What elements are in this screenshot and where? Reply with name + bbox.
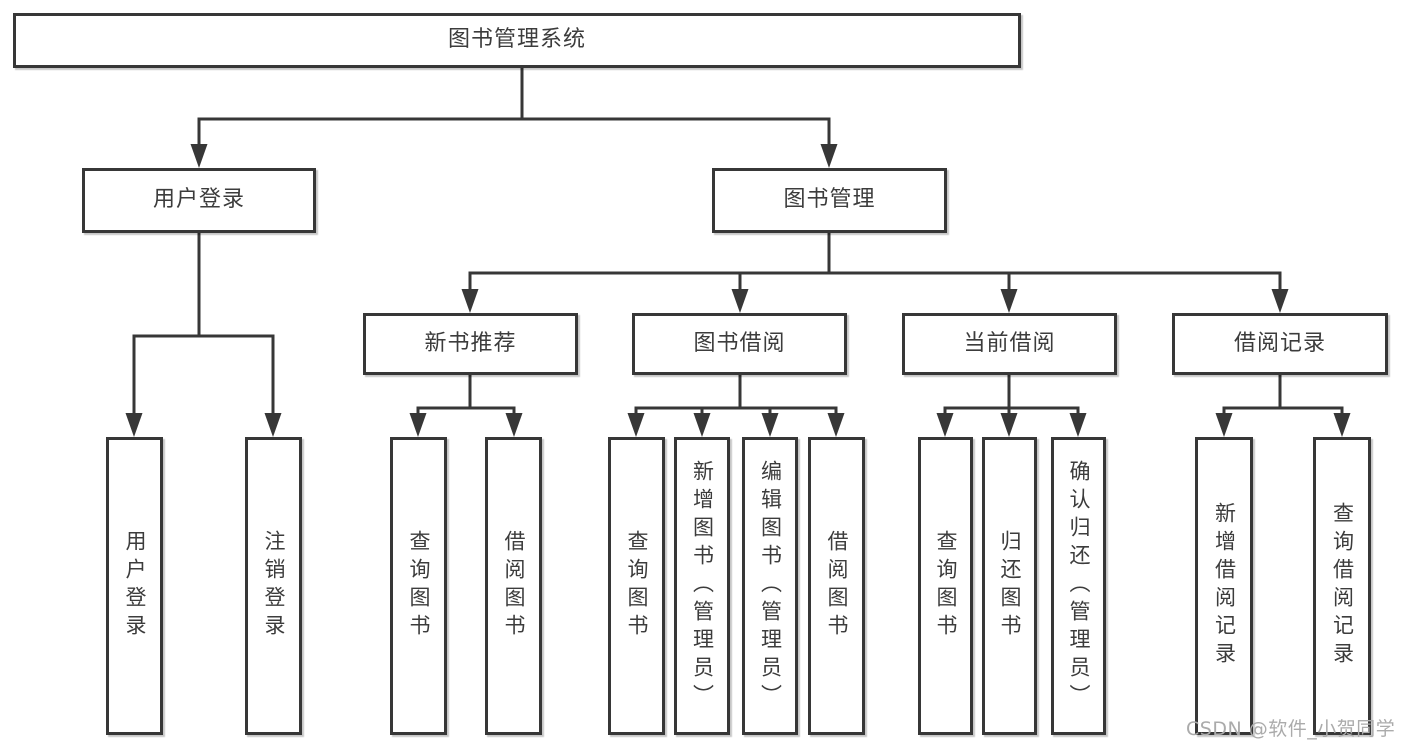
- node-label-borrowing-records: 借阅记录: [1233, 330, 1326, 356]
- node-label-bb-add-books: 新增图书（管理员）: [690, 460, 715, 712]
- arrowhead-icon: [1333, 413, 1351, 437]
- node-label-logout-action: 注销登录: [262, 530, 286, 642]
- node-logout-action: 注销登录: [245, 437, 302, 735]
- node-label-bb-edit-books: 编辑图书（管理员）: [758, 460, 783, 712]
- node-br-add-record: 新增借阅记录: [1195, 437, 1253, 735]
- node-label-bb-query-books: 查询图书: [625, 530, 649, 642]
- node-bb-add-books: 新增图书（管理员）: [674, 437, 730, 735]
- node-label-cb-query-books: 查询图书: [934, 530, 958, 642]
- arrowhead-icon: [761, 413, 779, 437]
- arrowhead-icon: [461, 289, 479, 313]
- watermark: CSDN @软件_小贺同学: [1186, 718, 1396, 740]
- node-bb-query-books: 查询图书: [608, 437, 665, 735]
- node-current-borrowing: 当前借阅: [902, 313, 1117, 375]
- node-cb-return-books: 归还图书: [982, 437, 1037, 735]
- arrowhead-icon: [409, 413, 427, 437]
- arrowhead-icon: [1271, 289, 1289, 313]
- arrowhead-icon: [693, 413, 711, 437]
- node-cb-confirm-return: 确认归还（管理员）: [1051, 437, 1106, 735]
- node-label-cb-confirm-return: 确认归还（管理员）: [1067, 460, 1091, 712]
- arrowhead-icon: [827, 413, 845, 437]
- arrowhead-icon: [936, 413, 954, 437]
- node-label-br-add-record: 新增借阅记录: [1212, 502, 1237, 670]
- node-label-user-login: 用户登录: [152, 187, 245, 213]
- arrowhead-icon: [1000, 289, 1018, 313]
- node-label-br-query-record: 查询借阅记录: [1330, 502, 1355, 670]
- node-label-book-management: 图书管理: [783, 187, 876, 213]
- arrowhead-icon: [190, 144, 208, 168]
- node-label-cb-return-books: 归还图书: [998, 530, 1022, 642]
- node-book-borrowing: 图书借阅: [632, 313, 847, 375]
- arrowhead-icon: [505, 413, 523, 437]
- arrowhead-icon: [820, 144, 838, 168]
- node-label-nbr-query-books: 查询图书: [407, 530, 431, 642]
- node-label-system: 图书管理系统: [447, 27, 586, 53]
- arrowhead-icon: [125, 413, 143, 437]
- arrowhead-icon: [264, 413, 282, 437]
- node-label-current-borrowing: 当前借阅: [963, 330, 1056, 356]
- node-label-book-borrowing: 图书借阅: [693, 330, 786, 356]
- node-bb-borrow-books: 借阅图书: [808, 437, 865, 735]
- arrowhead-icon: [1000, 413, 1018, 437]
- arrowhead-icon: [627, 413, 645, 437]
- node-nbr-query-books: 查询图书: [390, 437, 447, 735]
- arrowhead-icon: [1215, 413, 1233, 437]
- node-bb-edit-books: 编辑图书（管理员）: [742, 437, 798, 735]
- arrowhead-icon: [731, 289, 749, 313]
- arrowhead-icon: [1069, 413, 1087, 437]
- node-label-new-book-recommend: 新书推荐: [424, 330, 517, 356]
- node-label-bb-borrow-books: 借阅图书: [825, 530, 849, 642]
- node-label-nbr-borrow-books: 借阅图书: [502, 530, 526, 642]
- node-cb-query-books: 查询图书: [918, 437, 973, 735]
- node-br-query-record: 查询借阅记录: [1313, 437, 1371, 735]
- node-book-management: 图书管理: [712, 168, 947, 233]
- node-borrowing-records: 借阅记录: [1172, 313, 1388, 375]
- node-nbr-borrow-books: 借阅图书: [485, 437, 542, 735]
- node-user-login: 用户登录: [82, 168, 316, 233]
- node-label-user-login-action: 用户登录: [123, 530, 147, 642]
- node-system: 图书管理系统: [13, 13, 1021, 68]
- node-new-book-recommend: 新书推荐: [363, 313, 578, 375]
- node-user-login-action: 用户登录: [106, 437, 163, 735]
